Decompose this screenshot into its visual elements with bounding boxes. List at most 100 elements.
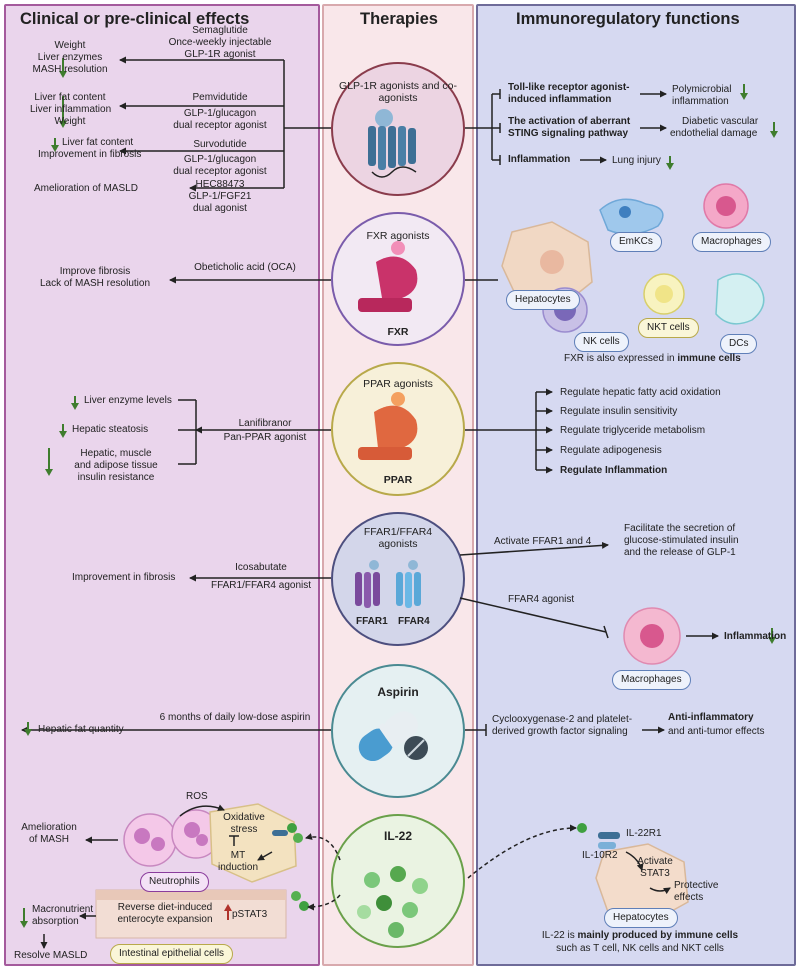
- ppar-effect-1: Liver enzyme levels: [84, 395, 172, 406]
- fxr-effect-1: Improve fibrosis: [59, 266, 131, 277]
- ffar4-agonist-label: FFAR4 agonist: [508, 594, 575, 605]
- reverse-2: enterocyte expansion: [117, 914, 213, 925]
- ffar-receptor-icon: [355, 560, 421, 608]
- pemvidutide-effect-1: Liver fat content: [34, 92, 106, 103]
- pemvidutide-effect-3: Weight: [54, 116, 86, 127]
- fxr-title: FXR agonists: [366, 230, 430, 242]
- cell-nk: NK cells: [574, 332, 629, 352]
- pemvidutide-desc: GLP-1/glucagon: [183, 108, 257, 119]
- ppar-effect-2: Hepatic steatosis: [72, 424, 149, 435]
- semaglutide-effect-1: Weight: [54, 40, 86, 51]
- epithelial-label: Intestinal epithelial cells: [110, 944, 234, 964]
- anti-inflammatory: Anti-inflammatory: [668, 712, 754, 723]
- il22-note-1: IL-22 is mainly produced by immune cells: [541, 930, 739, 941]
- fxr-effect-2: Lack of MASH resolution: [39, 278, 151, 289]
- ffar-connectors: [189, 541, 719, 640]
- semaglutide-name: Semaglutide: [192, 25, 248, 36]
- macronutrient-1: Macronutrient: [32, 904, 94, 915]
- sting-result-1: Diabetic vascular: [682, 116, 759, 127]
- clinical-effects-panel: [4, 4, 320, 966]
- ffar-activate-result-3: and the release of GLP-1: [624, 547, 736, 558]
- il22-title: IL-22: [383, 829, 412, 843]
- inflammation-cause: Inflammation: [508, 154, 571, 165]
- tlr-result-1: Polymicrobial: [672, 84, 732, 95]
- up-arrow-pstat3: [224, 904, 232, 920]
- ppar-receptor-icon: [358, 392, 418, 460]
- lanifibranor-desc: Pan-PPAR agonist: [223, 432, 307, 443]
- il10r2-label: IL-10R2: [582, 850, 618, 861]
- il22-molecules-icon: [357, 866, 428, 938]
- semaglutide-desc: Once-weekly injectable: [168, 37, 272, 48]
- mt-1: MT: [230, 850, 246, 861]
- il22-dashed-links: [305, 824, 577, 911]
- header-immunoregulatory: Immunoregulatory functions: [516, 10, 740, 28]
- reverse-1: Reverse diet-induced: [117, 902, 213, 913]
- ffar-inflammation: Inflammation: [724, 631, 787, 642]
- ppar-function-5: Regulate Inflammation: [560, 465, 668, 476]
- ppar-function-1: Regulate hepatic fatty acid oxidation: [560, 387, 721, 398]
- ffar-macrophages-label: Macrophages: [612, 670, 691, 690]
- pemvidutide-name: Pemvidutide: [192, 92, 248, 103]
- ffar1-label: FFAR1: [356, 616, 388, 627]
- tlr-cause-1: Toll-like receptor agonist-: [508, 82, 630, 93]
- ffar4-label: FFAR4: [398, 616, 430, 627]
- header-clinical: Clinical or pre-clinical effects: [20, 10, 250, 28]
- cell-emkcs: EmKCs: [610, 232, 662, 252]
- hec88473-desc: GLP-1/FGF21: [188, 191, 252, 202]
- semaglutide-effect-3: MASH resolution: [32, 64, 108, 75]
- ppar-function-3: Regulate triglyceride metabolism: [560, 425, 706, 436]
- fxr-immune-note: FXR is also expressed in immune cells: [564, 353, 741, 364]
- glp1-left-connectors: [119, 56, 331, 192]
- il22-left-pathway: [95, 803, 309, 939]
- protective-1: Protective: [674, 880, 719, 891]
- ffar-activate: Activate FFAR1 and 4: [494, 536, 592, 547]
- pemvidutide-desc2: dual receptor agonist: [173, 120, 267, 131]
- ppar-function-4: Regulate adipogenesis: [560, 445, 662, 456]
- resolve-masld: Resolve MASLD: [14, 950, 88, 961]
- aspirin-drug: 6 months of daily low-dose aspirin: [159, 712, 311, 723]
- icosabutate-desc: FFAR1/FFAR4 agonist: [210, 580, 312, 591]
- header-therapies: Therapies: [360, 10, 438, 28]
- tlr-cause-2: induced inflammation: [508, 94, 612, 105]
- sting-result-2: endothelial damage: [670, 128, 758, 139]
- cell-macrophages: Macrophages: [692, 232, 771, 252]
- protective-2: effects: [674, 892, 704, 903]
- ppar-effect-4: and adipose tissue: [74, 460, 158, 471]
- semaglutide-effect-2: Liver enzymes: [37, 52, 103, 63]
- hec88473-effect: Amelioration of MASLD: [34, 183, 138, 194]
- il22-left-arrows: [40, 804, 273, 949]
- il22-hepatocytes-label: Hepatocytes: [604, 908, 678, 928]
- activate-stat3-2: STAT3: [640, 868, 670, 879]
- il22r1-label: IL-22R1: [626, 828, 662, 839]
- sting-cause-1: The activation of aberrant: [508, 116, 631, 127]
- ppar-effect-3: Hepatic, muscle: [80, 448, 152, 459]
- ppar-effect-5: insulin resistance: [77, 472, 155, 483]
- ppar-function-2: Regulate insulin sensitivity: [560, 406, 678, 417]
- glp1-receptor-icon: [368, 109, 417, 178]
- glp1-right-connectors: [465, 89, 667, 165]
- oxidative-1: Oxidative: [223, 812, 265, 823]
- pemvidutide-effect-2: Liver inflammation: [30, 104, 112, 115]
- ffar-macrophage-cell: [623, 607, 681, 665]
- immunoregulatory-panel: [476, 4, 796, 966]
- sting-cause-2: STING signaling pathway: [508, 128, 629, 139]
- oxidative-2: stress: [230, 824, 258, 835]
- fxr-receptor-icon: [358, 241, 418, 312]
- aspirin-pathway-1: Cyclooxygenase-2 and platelet-: [492, 714, 633, 725]
- macronutrient-2: absorption: [32, 916, 79, 927]
- lung-injury: Lung injury: [612, 155, 661, 166]
- ffar-activate-result-1: Facilitate the secretion of: [624, 523, 736, 534]
- survodutide-desc: GLP-1/glucagon: [183, 154, 257, 165]
- aspirin-connectors: [21, 724, 665, 736]
- ffar-activate-result-2: glucose-stimulated insulin: [624, 535, 739, 546]
- anti-tumor: and anti-tumor effects: [668, 726, 765, 737]
- lanifibranor-drug: Lanifibranor: [238, 418, 292, 429]
- cell-dcs: DCs: [720, 334, 758, 354]
- survodutide-effect-2: Improvement in fibrosis: [38, 149, 142, 160]
- down-arrows: [20, 58, 778, 928]
- aspirin-pill-icon: [358, 711, 428, 762]
- ffar-effect: Improvement in fibrosis: [72, 572, 176, 583]
- hec88473-name: HEC88473: [195, 179, 245, 190]
- amelioration-2: of MASH: [28, 834, 69, 845]
